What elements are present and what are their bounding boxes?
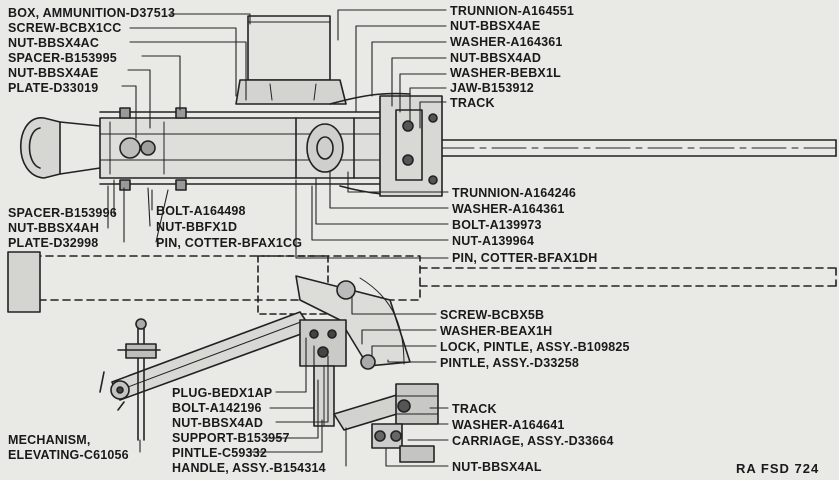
- side-view: [7, 251, 837, 463]
- label-nut-bbsx4ad: NUT-BBSX4AD: [450, 51, 542, 65]
- label-nut-bbsx4ad-bottom: NUT-BBSX4AD: [172, 416, 264, 430]
- label-carriage-assy: CARRIAGE, ASSY.-D33664: [452, 434, 614, 448]
- label-mechanism-line2: ELEVATING-C61056: [8, 448, 129, 462]
- label-mechanism-line1: MECHANISM,: [8, 433, 91, 447]
- label-plate-d32998: PLATE-D32998: [8, 236, 99, 250]
- pintle-block: [299, 319, 347, 427]
- label-track-top: TRACK: [450, 96, 495, 110]
- label-plug-bedx1ap: PLUG-BEDX1AP: [172, 386, 273, 400]
- label-trunnion-a164551: TRUNNION-A164551: [450, 4, 575, 18]
- grip-side: [7, 251, 41, 313]
- top-view: [19, 15, 837, 197]
- label-nut-bbsx4ah: NUT-BBSX4AH: [8, 221, 100, 235]
- label-jaw-b153912: JAW-B153912: [450, 81, 534, 95]
- label-nut-bbsx4ae-right: NUT-BBSX4AE: [450, 19, 541, 33]
- label-bolt-a142196: BOLT-A142196: [172, 401, 262, 415]
- label-nut-a139964: NUT-A139964: [452, 234, 535, 248]
- ammunition-box: [235, 15, 347, 105]
- label-nut-bbfx1d: NUT-BBFX1D: [156, 220, 238, 234]
- label-track-bottom: TRACK: [452, 402, 497, 416]
- label-nut-bbsx4ae-left: NUT-BBSX4AE: [8, 66, 99, 80]
- label-box-ammunition: BOX, AMMUNITION-D37513: [8, 6, 176, 20]
- label-pintle-assy: PINTLE, ASSY.-D33258: [440, 356, 580, 370]
- tripod-head: [333, 383, 439, 463]
- barrel: [409, 139, 837, 157]
- label-lock-pintle: LOCK, PINTLE, ASSY.-B109825: [440, 340, 630, 354]
- label-bolt-a164498: BOLT-A164498: [156, 204, 246, 218]
- label-nut-bbsx4ac: NUT-BBSX4AC: [8, 36, 100, 50]
- label-screw-bcbx1cc: SCREW-BCBX1CC: [8, 21, 122, 35]
- label-bolt-a139973: BOLT-A139973: [452, 218, 542, 232]
- gun-outline: [9, 255, 837, 301]
- label-screw-bcbx5b: SCREW-BCBX5B: [440, 308, 545, 322]
- label-pin-cotter-bfax1dh: PIN, COTTER-BFAX1DH: [452, 251, 598, 265]
- label-washer-beax1h: WASHER-BEAX1H: [440, 324, 553, 338]
- cradle-arms: [295, 275, 411, 370]
- label-spacer-b153996: SPACER-B153996: [8, 206, 117, 220]
- figure-reference: RA FSD 724: [736, 461, 820, 476]
- mount-cradle: [99, 92, 443, 197]
- label-washer-bebx1l: WASHER-BEBX1L: [450, 66, 561, 80]
- label-pintle-c59332: PINTLE-C59332: [172, 446, 267, 460]
- label-trunnion-a164246: TRUNNION-A164246: [452, 186, 577, 200]
- label-pin-cotter-bfax1cg: PIN, COTTER-BFAX1CG: [156, 236, 303, 250]
- trunnion-yoke: [295, 117, 355, 179]
- elevating-screw: [99, 318, 161, 441]
- label-plate-d33019: PLATE-D33019: [8, 81, 99, 95]
- label-washer-a164361-top: WASHER-A164361: [450, 35, 563, 49]
- rear-fasteners: [109, 107, 187, 191]
- label-handle-assy: HANDLE, ASSY.-B154314: [172, 461, 326, 475]
- label-spacer-b153995: SPACER-B153995: [8, 51, 117, 65]
- spade-grip: [19, 117, 101, 179]
- label-nut-bbsx4al: NUT-BBSX4AL: [452, 460, 542, 474]
- label-washer-a164641: WASHER-A164641: [452, 418, 565, 432]
- label-support-b153957: SUPPORT-B153957: [172, 431, 290, 445]
- leader-lines: [107, 9, 449, 467]
- label-washer-a164361-mid: WASHER-A164361: [452, 202, 565, 216]
